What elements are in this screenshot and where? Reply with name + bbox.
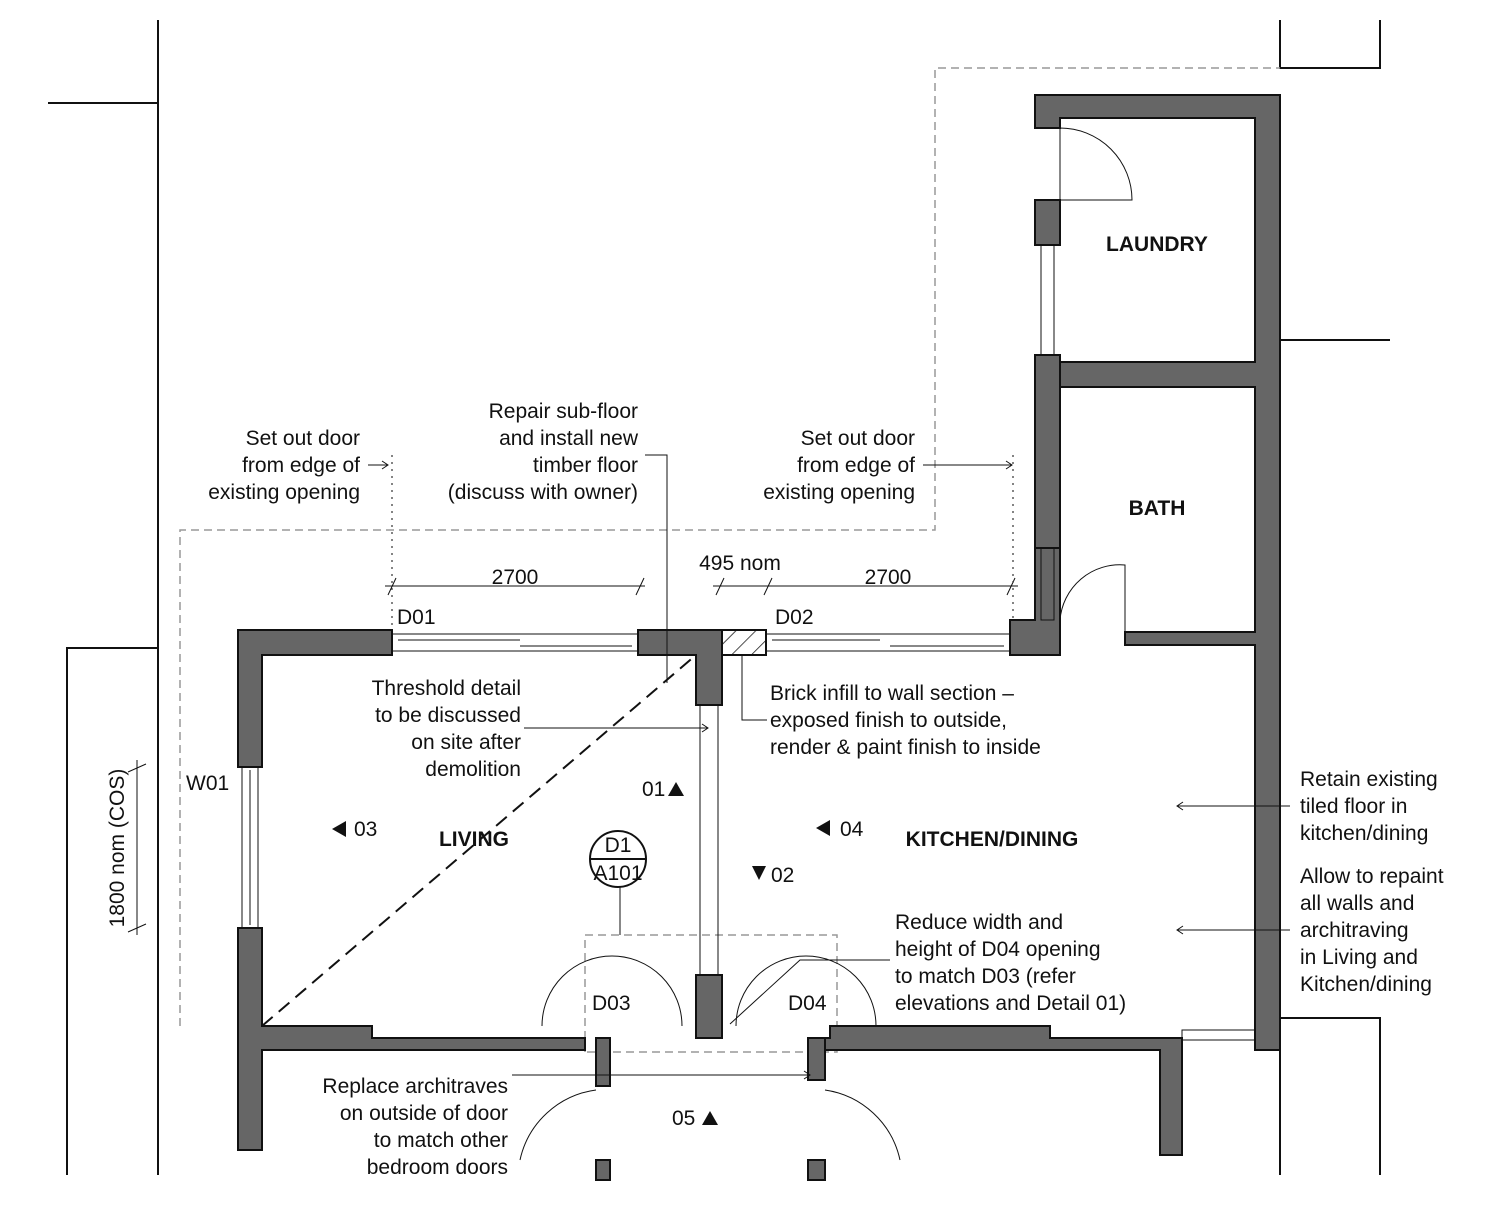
note-brick-infill: Brick infill to wall section – exposed f…: [770, 682, 1041, 759]
triangle-up-icon: [668, 782, 684, 796]
note-setout-left: Set out door from edge of existing openi…: [208, 427, 360, 504]
svg-text:Retain existing: Retain existing: [1300, 768, 1438, 791]
detail-number: D1: [605, 834, 632, 857]
svg-text:exposed finish to outside,: exposed finish to outside,: [770, 709, 1007, 732]
room-bath: BATH: [1129, 497, 1186, 520]
triangle-down-icon: [752, 866, 766, 880]
note-reduce-d04: Reduce width and height of D04 opening t…: [895, 911, 1126, 1015]
svg-text:to be discussed: to be discussed: [375, 704, 521, 727]
svg-text:Set out door: Set out door: [246, 427, 360, 450]
svg-text:demolition: demolition: [425, 758, 521, 781]
room-kitchen-dining: KITCHEN/DINING: [906, 828, 1079, 851]
svg-text:render & paint finish to insid: render & paint finish to inside: [770, 736, 1041, 759]
dim-d01: 2700: [492, 566, 539, 589]
tag-d01: D01: [397, 606, 436, 629]
svg-text:timber floor: timber floor: [533, 454, 638, 477]
triangle-left-icon: [816, 820, 830, 836]
svg-text:and install new: and install new: [499, 427, 639, 450]
note-retain-floor: Retain existing tiled floor in kitchen/d…: [1300, 768, 1438, 845]
view-05: 05: [672, 1107, 695, 1130]
triangle-up-icon: [702, 1111, 718, 1125]
dim-w01: 1800 nom (COS): [106, 769, 129, 928]
svg-text:height of D04 opening: height of D04 opening: [895, 938, 1101, 961]
note-repaint: Allow to repaint all walls and architrav…: [1300, 865, 1444, 996]
svg-text:bedroom doors: bedroom doors: [367, 1156, 508, 1179]
svg-text:from edge of: from edge of: [797, 454, 915, 477]
view-01: 01: [642, 778, 665, 801]
dim-d02: 2700: [865, 566, 912, 589]
svg-text:in Living and: in Living and: [1300, 946, 1418, 969]
walls: [237, 94, 1281, 1181]
svg-text:from edge of: from edge of: [242, 454, 360, 477]
note-subfloor: Repair sub-floor and install new timber …: [448, 400, 639, 504]
svg-text:Brick infill to wall section –: Brick infill to wall section –: [770, 682, 1014, 705]
tag-d04: D04: [788, 992, 827, 1015]
svg-text:(discuss with owner): (discuss with owner): [448, 481, 638, 504]
svg-text:Kitchen/dining: Kitchen/dining: [1300, 973, 1432, 996]
svg-text:all walls and: all walls and: [1300, 892, 1414, 915]
svg-text:tiled floor in: tiled floor in: [1300, 795, 1407, 818]
svg-text:Set out door: Set out door: [801, 427, 915, 450]
view-02: 02: [771, 864, 794, 887]
svg-text:kitchen/dining: kitchen/dining: [1300, 822, 1428, 845]
svg-text:elevations and Detail 01): elevations and Detail 01): [895, 992, 1126, 1015]
svg-text:Reduce width and: Reduce width and: [895, 911, 1063, 934]
view-03: 03: [354, 818, 377, 841]
svg-text:architraving: architraving: [1300, 919, 1409, 942]
svg-text:to match other: to match other: [374, 1129, 508, 1152]
svg-text:on outside of door: on outside of door: [340, 1102, 508, 1125]
demolition-outline: [584, 934, 838, 1053]
tag-w01: W01: [186, 772, 229, 795]
dimension-lines: [127, 455, 1018, 935]
room-living: LIVING: [439, 828, 509, 851]
svg-text:Repair sub-floor: Repair sub-floor: [489, 400, 638, 423]
tag-d02: D02: [775, 606, 814, 629]
svg-text:on site after: on site after: [411, 731, 521, 754]
leader-lines: [368, 454, 1290, 1080]
detail-sheet: A101: [593, 862, 642, 885]
triangle-left-icon: [332, 821, 346, 837]
svg-text:existing opening: existing opening: [763, 481, 915, 504]
floor-diagonal: [261, 654, 697, 1027]
detail-marker: D1 A101: [589, 830, 647, 888]
view-04: 04: [840, 818, 864, 841]
note-threshold: Threshold detail to be discussed on site…: [372, 677, 521, 781]
existing-outline: [179, 67, 1280, 1026]
svg-text:Allow to repaint: Allow to repaint: [1300, 865, 1444, 888]
svg-text:to match D03 (refer: to match D03 (refer: [895, 965, 1076, 988]
svg-text:Replace architraves: Replace architraves: [322, 1075, 508, 1098]
openings: [241, 127, 1256, 1161]
note-architraves: Replace architraves on outside of door t…: [322, 1075, 508, 1179]
dim-offset: 495 nom: [699, 552, 781, 575]
brick-infill: [722, 630, 766, 655]
svg-text:existing opening: existing opening: [208, 481, 360, 504]
view-markers: 01 02 03 04 05: [332, 778, 864, 1130]
tag-d03: D03: [592, 992, 631, 1015]
note-setout-right: Set out door from edge of existing openi…: [763, 427, 915, 504]
room-laundry: LAUNDRY: [1106, 233, 1208, 256]
svg-text:Threshold detail: Threshold detail: [372, 677, 521, 700]
